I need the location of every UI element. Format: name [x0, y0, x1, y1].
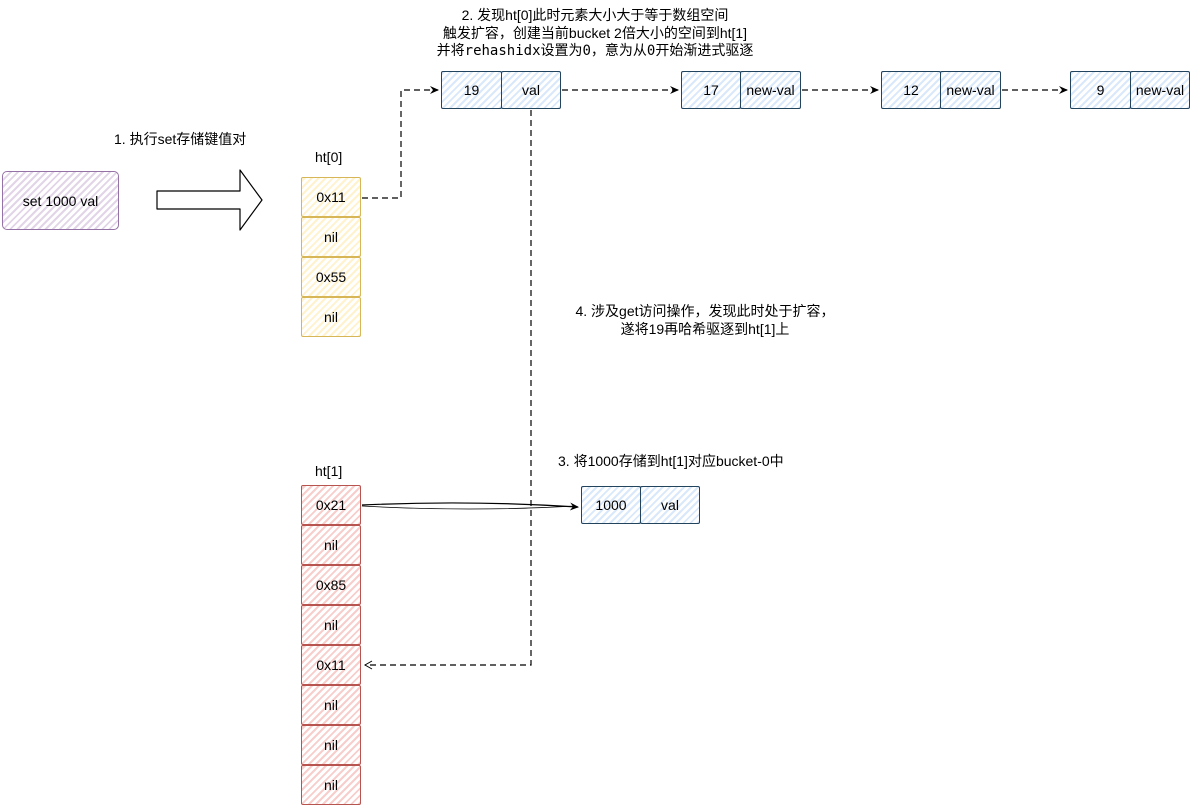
chain-node-value: new-val — [940, 71, 1001, 109]
chain-node-value: new-val — [1130, 71, 1190, 109]
step2-line3: 并将rehashidx设置为0，意为从0开始渐进式驱逐 — [436, 43, 754, 59]
bucket-to-chain-arrow — [362, 86, 439, 199]
node-17-value: new-val — [746, 82, 795, 98]
ht1-bucket-1-label: nil — [323, 537, 338, 553]
ht1-bucket: nil — [301, 725, 361, 765]
step2-annotation: 2. 发现ht[0]此时元素大小大于等于数组空间 触发扩容，创建当前bucket… — [390, 6, 800, 60]
new-entry-key-label: 1000 — [595, 497, 627, 513]
ht1-bucket-3-label: nil — [323, 617, 338, 633]
ht1-bucket: nil — [301, 605, 361, 645]
step2-line2: 触发扩容，创建当前bucket 2倍大小的空间到ht[1] — [442, 25, 748, 41]
ht1-bucket-4-label: 0x11 — [316, 657, 346, 673]
chain-node-key: 17 — [681, 71, 741, 109]
ht0-bucket: 0x11 — [301, 177, 361, 217]
ht0-bucket-3-label: nil — [323, 309, 338, 325]
ht0-bucket: 0x55 — [301, 257, 361, 297]
node-12-key: 12 — [903, 82, 919, 98]
node-12-value: new-val — [946, 82, 995, 98]
new-entry-arrow — [361, 502, 579, 511]
ht0-bucket: nil — [301, 217, 361, 257]
ht1-bucket: nil — [301, 765, 361, 805]
ht0-bucket-2-label: 0x55 — [315, 269, 347, 285]
node-19-key: 19 — [463, 82, 480, 98]
ht1-bucket: 0x21 — [301, 485, 361, 525]
ht1-bucket-6-label: nil — [323, 737, 338, 753]
step4-line2: 遂将19再哈希驱逐到ht[1]上 — [620, 321, 790, 337]
ht1-bucket: nil — [301, 685, 361, 725]
ht1-bucket: nil — [301, 525, 361, 565]
ht0-bucket: nil — [301, 297, 361, 337]
node-9-value: new-val — [1135, 82, 1185, 98]
big-hollow-arrow — [156, 169, 263, 231]
set-command-box: set 1000 val — [2, 171, 119, 230]
node-9-key: 9 — [1096, 82, 1105, 98]
node-19-value: val — [522, 82, 540, 98]
ht1-bucket-7-label: nil — [323, 777, 338, 793]
ht1-title: ht[1] — [315, 463, 343, 479]
ht0-bucket-0-label: 0x11 — [316, 189, 346, 205]
step2-line1: 2. 发现ht[0]此时元素大小大于等于数组空间 — [461, 7, 729, 23]
set-command-label: set 1000 val — [22, 192, 99, 209]
rehash-migration-arrow — [363, 110, 532, 670]
new-entry-key: 1000 — [581, 486, 641, 524]
ht1-bucket-5-label: nil — [323, 697, 338, 713]
ht0-bucket-1-label: nil — [323, 229, 338, 245]
new-entry-value-label: val — [661, 497, 679, 513]
step3-label: 3. 将1000存储到ht[1]对应bucket-0中 — [558, 453, 784, 469]
ht0-title: ht[0] — [315, 149, 343, 165]
ht1-bucket-0-label: 0x21 — [315, 497, 347, 513]
step4-line1: 4. 涉及get访问操作，发现此时处于扩容， — [575, 303, 835, 319]
chain-node-value: val — [501, 71, 561, 109]
new-entry-arrow-stroke2 — [361, 505, 577, 510]
new-entry-value: val — [640, 486, 700, 524]
ht1-bucket: 0x85 — [301, 565, 361, 605]
chain-node-key: 12 — [881, 71, 941, 109]
chain-node-key: 19 — [441, 71, 502, 109]
ht1-bucket: 0x11 — [301, 645, 361, 685]
chain-node-value: new-val — [740, 71, 801, 109]
step4-annotation: 4. 涉及get访问操作，发现此时处于扩容， 遂将19再哈希驱逐到ht[1]上 — [540, 302, 870, 338]
node-17-key: 17 — [703, 82, 719, 98]
ht1-bucket-2-label: 0x85 — [315, 577, 347, 593]
step1-label: 1. 执行set存储键值对 — [114, 131, 247, 147]
